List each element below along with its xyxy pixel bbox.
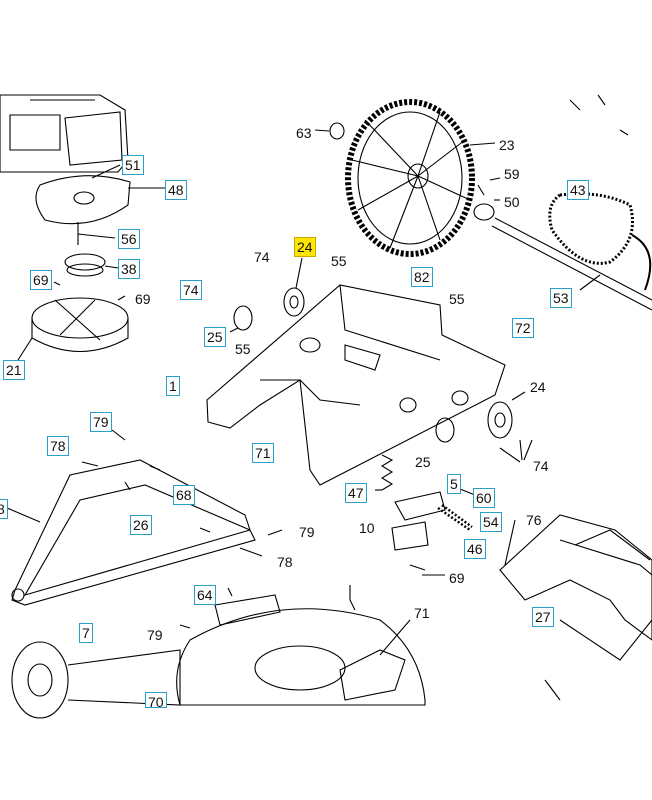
- callout-8: 8: [0, 499, 8, 519]
- callout-69-right: 69: [135, 291, 151, 307]
- callout-54: 54: [480, 512, 502, 532]
- callout-24-highlighted: 24: [294, 237, 316, 257]
- callout-78: 78: [47, 436, 69, 456]
- callout-26: 26: [130, 515, 152, 535]
- callout-82: 82: [411, 267, 433, 287]
- leader: [91, 164, 121, 179]
- callout-69: 69: [30, 270, 52, 290]
- callout-1: 1: [166, 376, 180, 396]
- axle-rod: [491, 217, 652, 311]
- callout-48: 48: [165, 180, 187, 200]
- callout-60: 60: [473, 488, 495, 508]
- callout-59: 59: [504, 166, 520, 182]
- callout-25-right: 25: [415, 454, 431, 470]
- callout-71-lower: 71: [414, 605, 430, 621]
- callout-79-lower: 79: [147, 627, 163, 643]
- callout-5: 5: [447, 474, 461, 494]
- callout-51: 51: [122, 155, 144, 175]
- callout-74-right: 74: [533, 458, 549, 474]
- callout-70: 70: [145, 692, 167, 708]
- callout-78-mid: 78: [277, 554, 293, 570]
- bracket: [391, 491, 446, 551]
- callout-79-mid: 79: [299, 524, 315, 540]
- callout-43: 43: [567, 180, 589, 200]
- callout-68: 68: [173, 485, 195, 505]
- callout-46: 46: [464, 539, 486, 559]
- callout-72: 72: [512, 318, 534, 338]
- callout-55-right: 55: [449, 291, 465, 307]
- handle-bar-right: [499, 514, 652, 701]
- wheel-hub: [283, 287, 305, 317]
- callout-63: 63: [296, 125, 312, 141]
- engine-plate: [35, 175, 131, 225]
- callout-74-left: 74: [180, 280, 202, 300]
- callout-55: 55: [331, 253, 347, 269]
- callout-24-right: 24: [530, 379, 546, 395]
- callout-69-lower: 69: [449, 570, 465, 586]
- callout-10: 10: [359, 520, 375, 536]
- callout-56: 56: [118, 229, 140, 249]
- pulley: [64, 253, 106, 271]
- callout-27: 27: [532, 607, 554, 627]
- cutting-deck: [176, 585, 426, 706]
- rear-wheel: [345, 99, 496, 257]
- engine: [0, 94, 129, 173]
- callout-7: 7: [79, 623, 93, 643]
- bearing: [233, 305, 253, 331]
- front-wheel: [11, 641, 181, 719]
- spring: [380, 454, 394, 491]
- callout-76: 76: [526, 512, 542, 528]
- callout-47: 47: [345, 483, 367, 503]
- drive-belt: [548, 192, 634, 265]
- callout-25: 25: [204, 327, 226, 347]
- callout-71: 71: [252, 443, 274, 463]
- wheel-hub-right: [487, 401, 513, 439]
- callout-21: 21: [3, 360, 25, 380]
- callout-23: 23: [499, 137, 515, 153]
- callout-50: 50: [504, 194, 520, 210]
- callout-38: 38: [118, 259, 140, 279]
- mower-frame: [206, 284, 506, 486]
- handle: [0, 459, 256, 606]
- plate-hub: [73, 191, 95, 205]
- blade-housing: [17, 297, 129, 361]
- bushing: [473, 203, 495, 221]
- callout-64: 64: [194, 585, 216, 605]
- callout-55-lower: 55: [235, 341, 251, 357]
- washer: [329, 122, 345, 140]
- callout-79: 79: [90, 412, 112, 432]
- callout-74: 74: [254, 249, 270, 265]
- callout-53: 53: [550, 288, 572, 308]
